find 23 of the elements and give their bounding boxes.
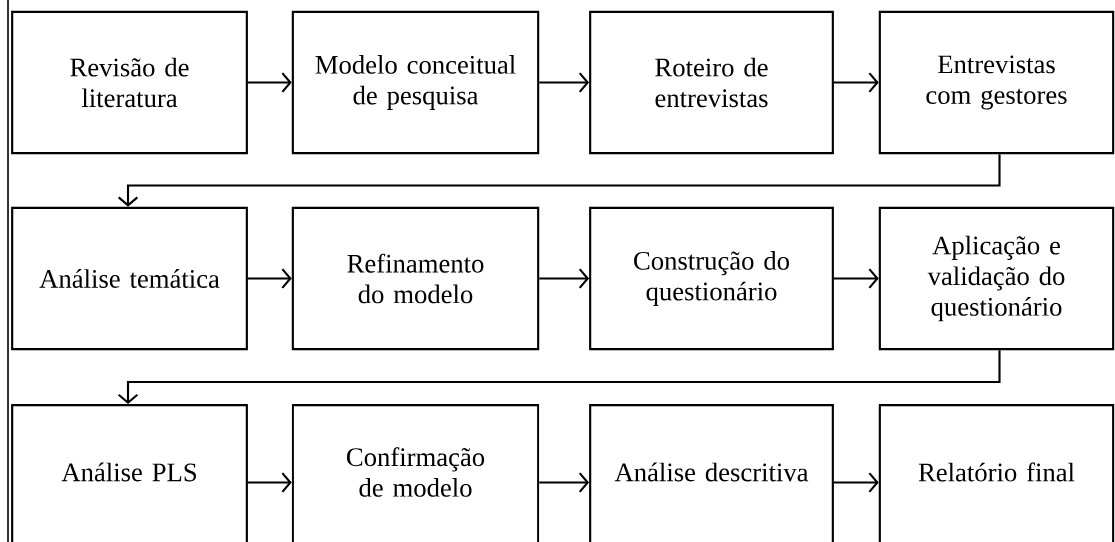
process-box: Roteiro de entrevistas: [589, 10, 834, 155]
arrow: [833, 472, 879, 493]
process-box: Construção do questionário: [589, 206, 834, 351]
arrow: [833, 268, 879, 289]
arrow: [539, 268, 590, 289]
arrow: [118, 350, 1001, 405]
process-box: Análise descritiva: [589, 404, 834, 542]
arrow: [118, 154, 1001, 207]
arrow: [539, 472, 590, 493]
arrow: [539, 72, 590, 93]
arrow: [833, 72, 879, 93]
process-box: Relatório final: [878, 404, 1115, 542]
process-box: Entrevistas com gestores: [878, 10, 1115, 155]
arrow: [247, 268, 292, 289]
process-box: Análise PLS: [11, 404, 248, 542]
process-box: Confirmação de modelo: [291, 404, 540, 542]
arrow: [247, 72, 292, 93]
process-box: Aplicação e validação do questionário: [878, 206, 1115, 351]
process-box: Refinamento do modelo: [291, 206, 540, 351]
process-box: Revisão de literatura: [11, 10, 248, 155]
process-box: Modelo conceitual de pesquisa: [291, 10, 540, 155]
arrow: [247, 472, 292, 493]
process-box: Análise temática: [11, 206, 248, 351]
